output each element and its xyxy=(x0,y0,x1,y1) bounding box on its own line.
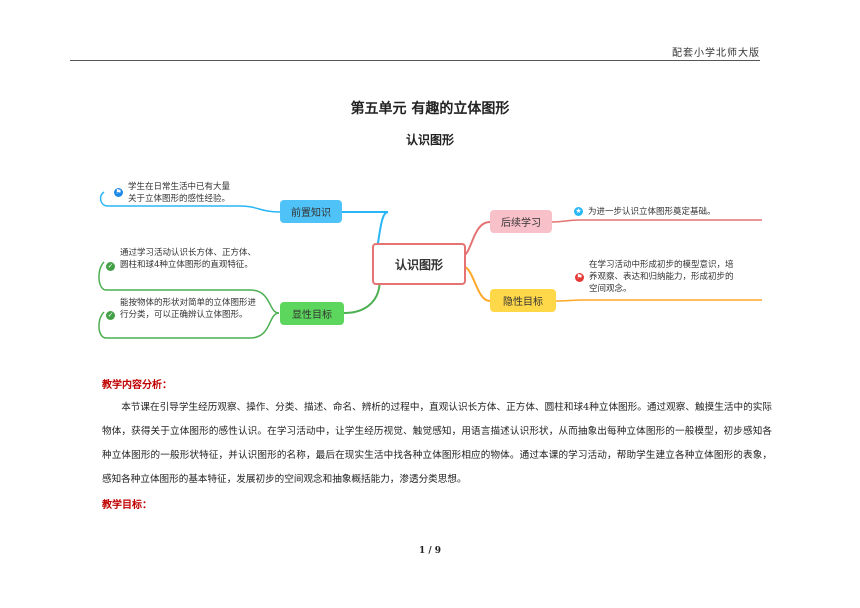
leaf-xianxing-2: 能按物体的形状对简单的立体图形进行分类，可以正确辨认立体图形。 xyxy=(120,298,257,320)
leaf-xianxing-1: 通过学习活动认识长方体、正方体、圆柱和球4种立体图形的直观特征。 xyxy=(120,248,257,270)
underline-yinxing xyxy=(555,299,762,302)
branch-qianzhi: 前置知识 xyxy=(280,200,342,223)
branch-yinxing: 隐性目标 xyxy=(490,289,556,312)
branch-houxu-label: 后续学习 xyxy=(501,218,541,229)
underline-houxu xyxy=(551,219,762,223)
connector-houxu xyxy=(461,221,491,257)
section-heading-goals: 教学目标： xyxy=(102,500,152,511)
brace-xianxing-2 xyxy=(106,312,280,339)
branch-xianxing-label: 显性目标 xyxy=(292,310,332,321)
leaf-houxu: 为进一步认识立体图形奠定基础。 xyxy=(588,207,716,217)
mindmap-center: 认识图形 xyxy=(372,243,466,285)
leaf-qianzhi: 学生在日常生活中已有大量关于立体图形的感性经验。 xyxy=(128,182,231,204)
branch-qianzhi-label: 前置知识 xyxy=(291,208,331,219)
underline-qianzhi xyxy=(108,205,281,213)
branch-xianxing: 显性目标 xyxy=(280,302,344,325)
page-number: 1 / 9 xyxy=(418,546,442,556)
check-icon: ✓ xyxy=(106,311,115,320)
branch-yinxing-label: 隐性目标 xyxy=(503,297,543,308)
section-heading-analysis: 教学内容分析： xyxy=(102,380,172,391)
analysis-paragraph: 本节课在引导学生经历观察、操作、分类、描述、命名、辨析的过程中，直观认识长方体、… xyxy=(102,402,772,485)
page-title: 第五单元 有趣的立体图形 xyxy=(350,101,510,117)
mindmap-connectors xyxy=(98,191,762,339)
header-text: 配套小学北师大版 xyxy=(672,48,760,59)
flag-icon: ⚑ xyxy=(114,188,123,197)
leaf-yinxing: 在学习活动中形成初步的模型意识，培养观察、表达和归纳能力，形成初步的空间观念。 xyxy=(589,260,734,294)
brace-xianxing xyxy=(106,289,280,314)
flag-icon: ⚑ xyxy=(575,273,584,282)
check-icon: ✓ xyxy=(106,262,115,271)
connector-yinxing xyxy=(461,265,491,302)
page-subtitle: 认识图形 xyxy=(405,133,454,147)
center-label: 认识图形 xyxy=(394,257,443,272)
header-rule xyxy=(70,60,760,61)
branch-houxu: 后续学习 xyxy=(490,210,552,233)
arc-qianzhi xyxy=(99,191,109,207)
star-icon: ★ xyxy=(574,207,583,216)
